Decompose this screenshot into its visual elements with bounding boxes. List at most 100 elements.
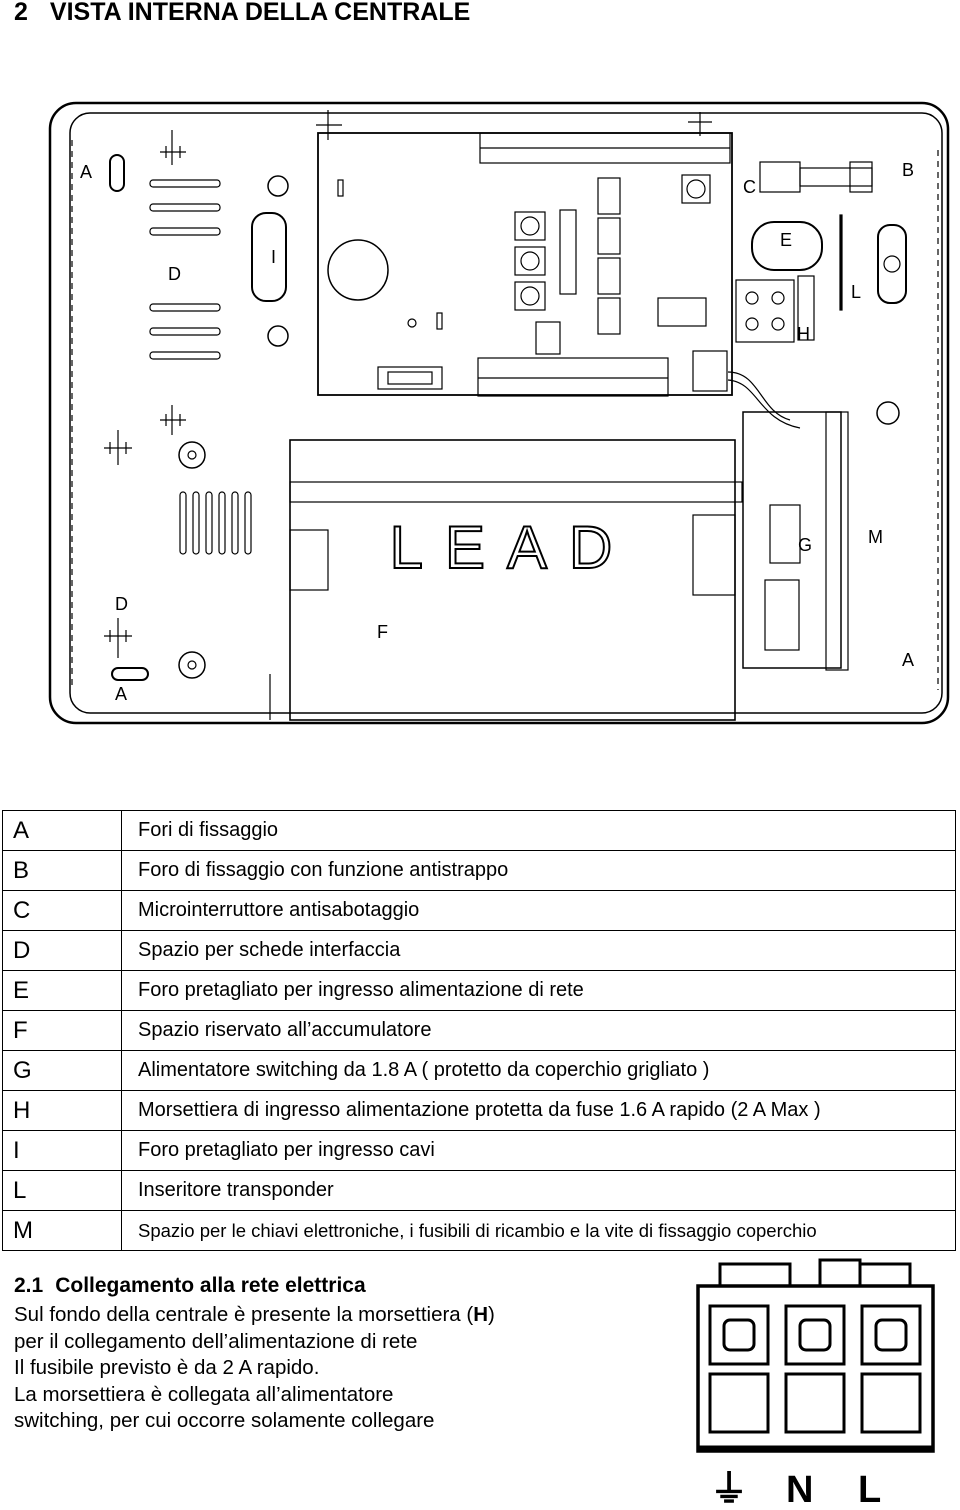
transformer <box>764 579 800 651</box>
section-number: 2.1 <box>14 1274 44 1297</box>
main-board <box>317 132 733 396</box>
label-M: M <box>868 527 883 547</box>
terminal-screw-cell <box>708 1304 770 1366</box>
paragraph-text: ) <box>488 1303 495 1326</box>
connector <box>692 350 728 392</box>
battery-lead-text: LEAD <box>390 514 635 581</box>
section-title-text: Collegamento alla rete elettrica <box>55 1274 366 1297</box>
mains-terminal-detail: ⏚ N L <box>696 1258 935 1508</box>
paragraph-line: Il fusibile previsto è da 2 A rapido. <box>14 1356 320 1379</box>
vent-slots-upper <box>149 179 221 360</box>
pcb-bracket <box>160 130 186 165</box>
battery-terminal <box>289 529 329 591</box>
legend-key: G <box>2 1050 122 1091</box>
control-unit-diagram: LEAD A B C E D I L H G M D F A A <box>48 101 950 725</box>
screw-boss <box>267 325 289 347</box>
fixing-hole-screw <box>883 255 901 273</box>
terminal-wire-cell <box>860 1372 922 1434</box>
transponder-rail <box>839 214 843 311</box>
label-L: L <box>851 282 861 302</box>
heading-number: 2 <box>14 0 28 26</box>
legend-description: Microinterruttore antisabotaggio <box>121 890 956 931</box>
board-slot <box>436 312 443 330</box>
legend-description: Morsettiera di ingresso alimentazione pr… <box>121 1090 956 1131</box>
terminal-tab <box>718 1262 792 1288</box>
screw-boss-hole <box>187 660 197 670</box>
legend-description: Foro pretagliato per ingresso alimentazi… <box>121 970 956 1011</box>
fuse-holder <box>377 366 443 390</box>
paragraph-text: Sul fondo della centrale è presente la m… <box>14 1303 474 1326</box>
pcb-bracket <box>316 110 342 140</box>
label-G: G <box>798 535 812 555</box>
paragraph-line: switching, per cui occorre solamente col… <box>14 1409 435 1432</box>
battery-lid <box>289 481 743 503</box>
legend-key: E <box>2 970 122 1011</box>
legend-description: Foro di fissaggio con funzione antistrap… <box>121 850 956 891</box>
screw-boss <box>178 651 206 679</box>
legend-key: M <box>2 1210 122 1251</box>
board-slot <box>337 179 344 197</box>
vent-slots-lower <box>179 491 252 555</box>
paragraph-line: per il collegamento dell’alimentazione d… <box>14 1329 418 1353</box>
heading-title: VISTA INTERNA DELLA CENTRALE <box>49 0 471 26</box>
pcb-bracket <box>104 618 132 658</box>
label-I: I <box>271 247 276 267</box>
tamper-microswitch <box>759 161 873 193</box>
fixing-hole-antitheft <box>877 224 907 304</box>
legend-key: I <box>2 1130 122 1171</box>
screw-boss <box>267 175 289 197</box>
terminal-wire-cell <box>784 1372 846 1434</box>
ic-chip <box>657 297 707 327</box>
paragraph-line: La morsettiera è collegata all’alimentat… <box>14 1382 394 1406</box>
page-heading: 2 VISTA INTERNA DELLA CENTRALE <box>14 0 470 27</box>
fuse <box>387 371 433 385</box>
label-B: B <box>902 160 914 180</box>
legend-description: Foro pretagliato per ingresso cavi <box>121 1130 956 1171</box>
transformer <box>769 504 801 564</box>
paragraph-line: Sul fondo della centrale è presente la m… <box>14 1302 495 1329</box>
label-D: D <box>115 594 128 614</box>
legend-description: Alimentatore switching da 1.8 A ( protet… <box>121 1050 956 1091</box>
terminal-tab <box>818 1258 862 1288</box>
legend-description: Spazio riservato all’accumulatore <box>121 1010 956 1051</box>
trimmer-column <box>514 211 546 311</box>
terminal-screw <box>722 1318 756 1352</box>
legend-key: C <box>2 890 122 931</box>
section-paragraph: Sul fondo della centrale è presente la m… <box>14 1302 495 1435</box>
fixing-hole <box>111 667 149 681</box>
battery-terminal <box>692 514 736 596</box>
legend-key: D <box>2 930 122 971</box>
terminal-wire-cell <box>708 1372 770 1434</box>
screw-boss <box>178 441 206 469</box>
enclosure-outer <box>48 101 950 725</box>
pcb-bracket <box>104 430 132 465</box>
tamper-trimmer <box>681 174 711 204</box>
neutral-label: N <box>786 1469 813 1508</box>
dip-switch <box>559 209 577 295</box>
buzzer <box>327 239 389 301</box>
fixing-hole <box>109 154 125 192</box>
line-label: L <box>858 1469 881 1508</box>
board-hole <box>407 318 417 328</box>
legend-key: H <box>2 1090 122 1131</box>
cable-knockout <box>251 212 287 302</box>
relay-bank <box>597 177 621 335</box>
legend-description: Spazio per schede interfaccia <box>121 930 956 971</box>
bottom-terminal-block <box>477 357 669 397</box>
tamper-trimmer-knob <box>686 179 706 199</box>
keys-compartment <box>825 411 849 671</box>
legend-key: A <box>2 810 122 851</box>
label-D: D <box>168 264 181 284</box>
mains-wires <box>727 371 801 429</box>
power-supply <box>742 411 842 669</box>
